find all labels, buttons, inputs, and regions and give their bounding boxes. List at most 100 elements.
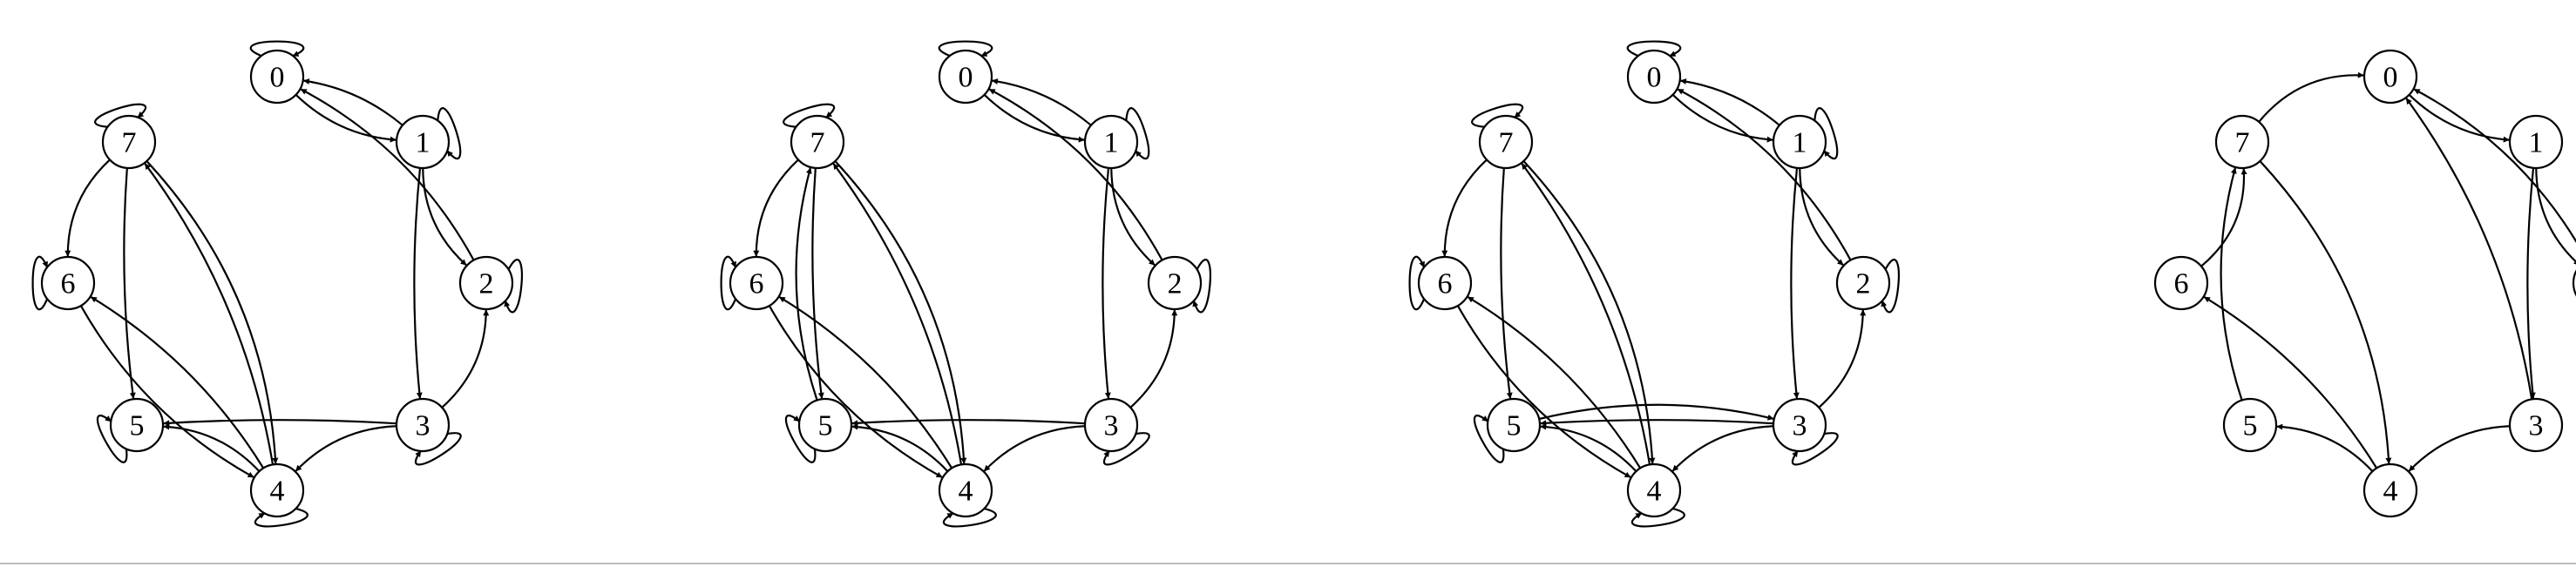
node-circle — [790, 114, 845, 170]
edge-3-to-5 — [163, 419, 397, 427]
node-1: 1 — [1083, 114, 1139, 170]
edge-3-to-4 — [2408, 425, 2511, 472]
edge-7-to-4 — [146, 160, 279, 464]
node-circle — [1083, 397, 1139, 453]
node-circle — [2222, 397, 2278, 453]
edge-4-to-4 — [1630, 507, 1685, 528]
edge-0-to-0 — [1626, 40, 1682, 57]
node-3: 3 — [1772, 397, 1827, 453]
node-label: 1 — [2529, 127, 2544, 159]
edge-5-to-5 — [96, 415, 128, 463]
edge-0-to-1 — [295, 94, 397, 143]
edge-2-to-2 — [1881, 259, 1900, 314]
edge-7-to-7 — [93, 103, 146, 128]
node-5: 5 — [109, 397, 165, 453]
edge-3-to-4 — [295, 425, 397, 472]
edge-1-to-1 — [1813, 106, 1839, 159]
edge-2-to-0 — [1677, 88, 1852, 261]
node-label: 1 — [416, 127, 430, 159]
node-label: 6 — [1438, 268, 1453, 300]
edge-3-to-2 — [1818, 309, 1867, 408]
node-0: 0 — [938, 49, 993, 105]
edge-4-to-6 — [2203, 296, 2378, 469]
node-circle — [2214, 114, 2270, 170]
node-circle — [1772, 397, 1827, 453]
edge-4-to-5 — [851, 423, 949, 472]
node-label: 0 — [2383, 62, 2398, 94]
node-7: 7 — [101, 114, 157, 170]
edge-3-to-4 — [1671, 425, 1774, 472]
node-circle — [938, 462, 993, 518]
node-3: 3 — [1083, 397, 1139, 453]
node-label: 1 — [1104, 127, 1119, 159]
node-3: 3 — [395, 397, 451, 453]
edge-4-to-5 — [163, 423, 261, 472]
edge-0-to-1 — [1671, 94, 1773, 143]
edge-4-to-5 — [1540, 423, 1637, 472]
edge-7-to-4 — [1522, 160, 1656, 464]
edge-1-to-0 — [991, 78, 1092, 126]
edge-3-to-5 — [851, 419, 1086, 427]
node-circle — [1478, 114, 1534, 170]
node-label: 3 — [2529, 410, 2544, 442]
node-circle — [1083, 114, 1139, 170]
node-label: 6 — [61, 268, 76, 300]
node-label: 0 — [270, 62, 285, 94]
edge-0-to-1 — [983, 94, 1085, 143]
edge-4-to-5 — [2276, 423, 2374, 472]
node-circle — [1486, 397, 1542, 453]
edge-3-to-3 — [414, 432, 462, 466]
edge-4-to-4 — [942, 507, 997, 528]
node-label: 7 — [2235, 127, 2250, 159]
edge-7-to-4 — [2259, 160, 2392, 464]
edge-2-to-0 — [300, 88, 475, 261]
node-5: 5 — [797, 397, 853, 453]
edge-7-to-5 — [1500, 167, 1513, 399]
node-label: 7 — [1499, 127, 1514, 159]
edge-7-to-6 — [753, 159, 799, 257]
node-6: 6 — [1417, 255, 1473, 311]
edge-7-to-6 — [1441, 159, 1488, 257]
node-0: 0 — [2362, 49, 2418, 105]
node-circle — [109, 397, 165, 453]
node-label: 4 — [1647, 476, 1662, 508]
edge-0-to-0 — [938, 40, 993, 57]
edge-1-to-1 — [1125, 106, 1150, 159]
edge-3-to-5 — [1540, 419, 1774, 427]
node-label: 0 — [959, 62, 973, 94]
edge-6-to-4 — [1456, 305, 1631, 478]
edge-0-to-1 — [2408, 94, 2510, 143]
node-circle — [249, 49, 305, 105]
edge-6-to-6 — [31, 255, 49, 311]
node-circle — [2362, 462, 2418, 518]
node-4: 4 — [938, 462, 993, 518]
edge-4-to-7 — [832, 163, 963, 465]
node-circle — [1626, 49, 1682, 105]
edge-3-to-0 — [2405, 98, 2533, 400]
edge-1-to-3 — [2526, 167, 2536, 399]
edge-1-to-2 — [1110, 167, 1156, 267]
edge-1-to-3 — [1102, 167, 1111, 399]
edge-7-to-0 — [2258, 71, 2364, 123]
edge-6-to-6 — [1408, 255, 1426, 311]
edge-6-to-4 — [768, 305, 943, 478]
node-1: 1 — [395, 114, 451, 170]
edge-6-to-7 — [2200, 168, 2247, 267]
node-label: 5 — [2243, 410, 2258, 442]
node-0: 0 — [1626, 49, 1682, 105]
node-circle — [1147, 255, 1203, 311]
node-circle — [729, 255, 784, 311]
node-label: 3 — [1104, 410, 1119, 442]
node-label: 0 — [1647, 62, 1662, 94]
node-label: 2 — [1168, 268, 1183, 300]
edge-2-to-0 — [2413, 88, 2576, 244]
edge-5-to-7 — [2220, 167, 2243, 401]
edge-4-to-7 — [144, 163, 275, 465]
node-label: 7 — [810, 127, 825, 159]
edge-5-to-7 — [795, 167, 818, 401]
edge-7-to-4 — [834, 160, 967, 464]
node-label: 1 — [1793, 127, 1807, 159]
